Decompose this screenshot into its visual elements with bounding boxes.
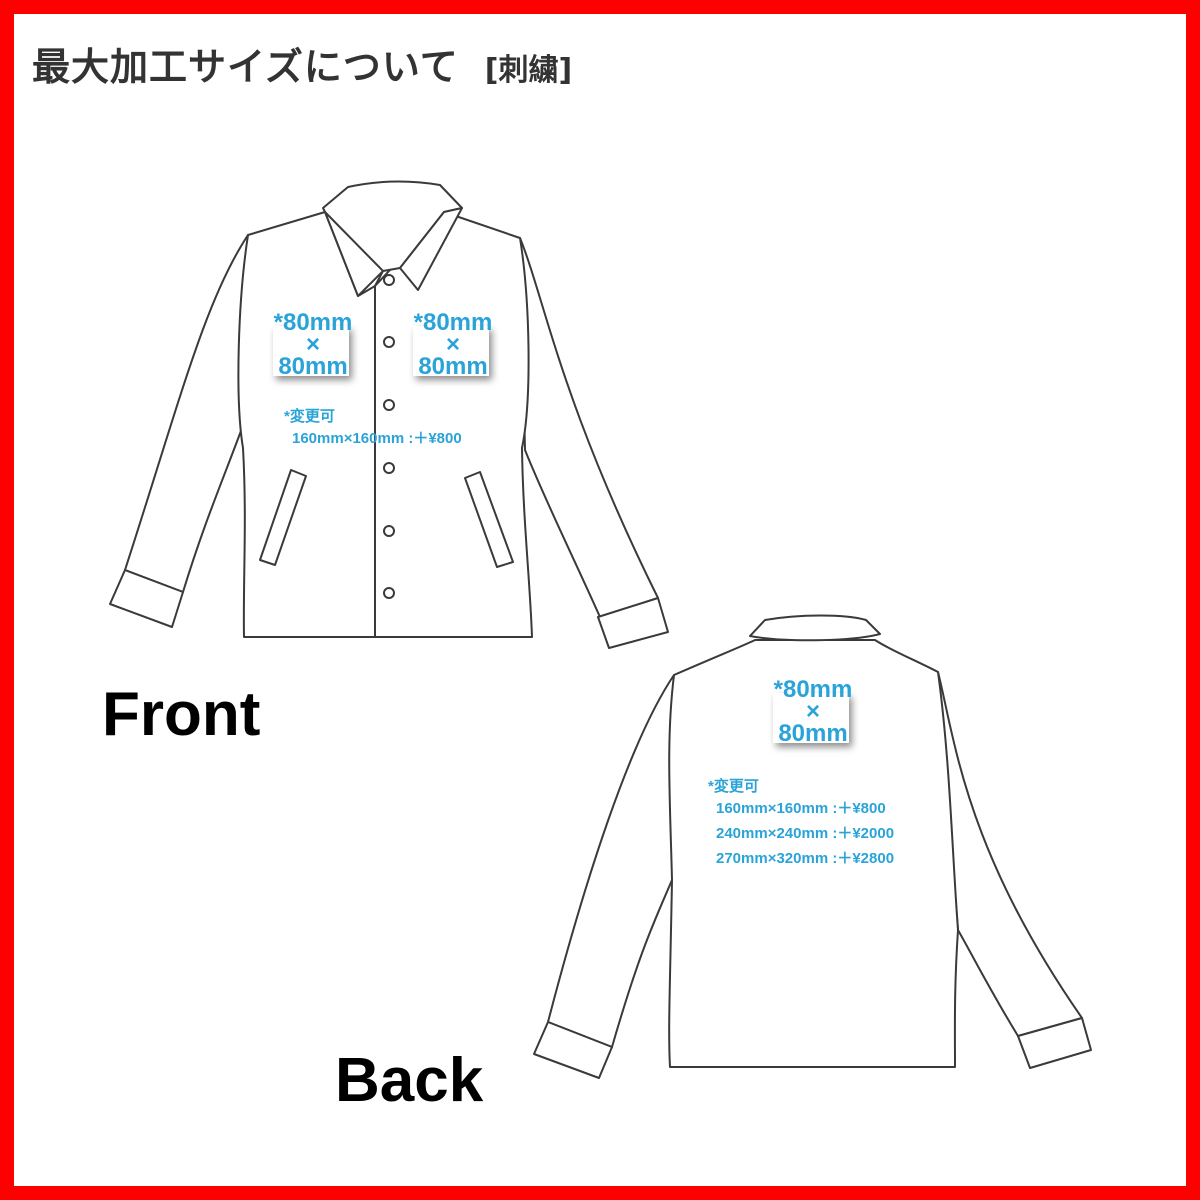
zone-height: 80mm <box>778 720 848 747</box>
front-right-chest-zone: *80mm × 80mm <box>405 311 497 379</box>
zone-times: × <box>305 331 320 358</box>
front-left-pocket <box>259 469 307 566</box>
back-size-options: *変更可 160mm×160mm :＋¥800 240mm×240mm :＋¥2… <box>708 778 894 871</box>
front-left-chest-zone: *80mm × 80mm <box>265 311 357 379</box>
title-text: 最大加工サイズについて <box>32 45 459 89</box>
back-left-cuff <box>533 1021 613 1079</box>
zone-height: 80mm <box>418 353 488 380</box>
zone-box <box>773 693 849 743</box>
front-button <box>383 336 395 348</box>
size-option: 160mm×160mm :＋¥800 <box>292 430 462 447</box>
front-body <box>237 211 533 638</box>
front-button <box>383 462 395 474</box>
front-label: Front <box>102 680 261 749</box>
zone-size-text: *80mm × 80mm <box>765 676 861 747</box>
back-left-sleeve <box>547 674 675 1048</box>
front-button <box>383 274 395 286</box>
back-body <box>668 639 959 1068</box>
change-note: *変更可 <box>284 408 335 425</box>
back-zone: *80mm × 80mm <box>765 678 857 746</box>
back-right-cuff <box>1017 1017 1092 1069</box>
front-size-options: *変更可 160mm×160mm :＋¥800 <box>284 408 462 451</box>
zone-size-text: *80mm × 80mm <box>265 309 361 380</box>
change-note: *変更可 <box>708 778 759 795</box>
front-left-sleeve <box>124 234 249 593</box>
zone-size-text: *80mm × 80mm <box>405 309 501 380</box>
front-right-pocket <box>464 471 514 568</box>
page-title: 最大加工サイズについて [刺繍] <box>32 36 572 89</box>
front-left-cuff <box>109 569 184 628</box>
back-collar <box>749 614 881 642</box>
zone-times: × <box>805 698 820 725</box>
size-option: 160mm×160mm :＋¥800 <box>716 800 886 817</box>
zone-box <box>273 326 349 376</box>
front-right-sleeve <box>519 237 659 618</box>
zone-box <box>413 326 489 376</box>
zone-width: *80mm <box>273 309 353 336</box>
size-option: 270mm×320mm :＋¥2800 <box>716 850 895 867</box>
back-label: Back <box>335 1046 484 1115</box>
back-jacket-illustration <box>533 614 1092 1079</box>
front-button <box>383 587 395 599</box>
zone-height: 80mm <box>278 353 348 380</box>
front-jacket-illustration <box>109 180 669 649</box>
front-right-cuff <box>597 597 669 649</box>
zone-times: × <box>445 331 460 358</box>
front-collar-right-fold <box>399 207 463 291</box>
zone-width: *80mm <box>773 676 853 703</box>
front-button <box>383 525 395 537</box>
title-tag: [刺繍] <box>484 53 573 88</box>
back-right-sleeve <box>937 671 1083 1037</box>
front-button <box>383 399 395 411</box>
front-collar-left-fold <box>324 211 384 297</box>
zone-width: *80mm <box>413 309 493 336</box>
size-option: 240mm×240mm :＋¥2000 <box>716 825 895 842</box>
